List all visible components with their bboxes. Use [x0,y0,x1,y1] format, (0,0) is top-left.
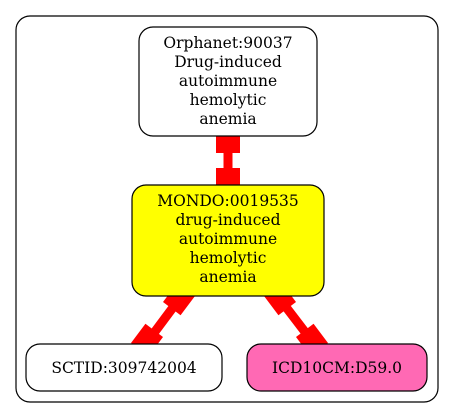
node-mondo-line-5: anemia [199,268,256,286]
node-sctid[interactable]: SCTID:309742004 [25,343,223,392]
node-orphanet-line-1: Orphanet:90037 [163,34,292,52]
node-orphanet-line-5: anemia [199,110,256,128]
node-mondo[interactable]: MONDO:0019535 drug-induced autoimmune he… [131,184,325,297]
node-mondo-line-1: MONDO:0019535 [157,192,299,210]
node-icd-box [246,343,428,392]
node-icd[interactable]: ICD10CM:D59.0 [246,343,428,392]
cluster-frame [15,15,439,403]
node-orphanet[interactable]: Orphanet:90037 Drug-induced autoimmune h… [138,26,318,137]
node-orphanet-line-2: Drug-induced [174,53,282,71]
node-mondo-line-4: hemolytic [190,249,267,267]
node-orphanet-line-4: hemolytic [190,91,267,109]
node-icd-label: ICD10CM:D59.0 [272,359,402,377]
node-mondo-line-2: drug-induced [175,211,280,229]
edge-orphanet-mondo [216,131,240,190]
node-mondo-box [131,184,325,297]
node-sctid-box [25,343,223,392]
node-orphanet-line-3: autoimmune [179,72,277,90]
node-sctid-label: SCTID:309742004 [51,359,196,377]
node-mondo-line-3: autoimmune [179,230,277,248]
node-orphanet-box [138,26,318,137]
